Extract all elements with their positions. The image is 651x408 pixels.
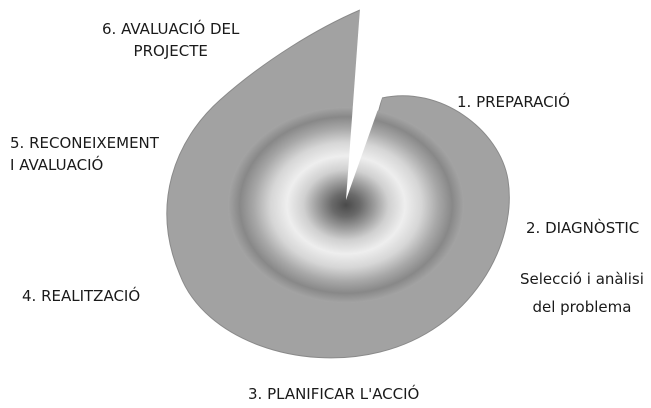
stage-5-label: 5. RECONEIXEMENT I AVALUACIÓ (10, 132, 159, 176)
stage-6-label: 6. AVALUACIÓ DEL PROJECTE (102, 18, 239, 62)
stage-1-text: 1. PREPARACIÓ (457, 93, 570, 111)
stage-2-label: 2. DIAGNÒSTIC (526, 218, 639, 238)
stage-3-label: 3. PLANIFICAR L'ACCIÓ (248, 384, 419, 404)
wedge-gap (346, 6, 396, 200)
stage-4-text: 4. REALITZACIÓ (22, 287, 141, 305)
stage-5-line-2: I AVALUACIÓ (10, 156, 104, 174)
stage-4-label: 4. REALITZACIÓ (22, 286, 140, 306)
stage-3-text: 3. PLANIFICAR L'ACCIÓ (248, 385, 420, 403)
stage-6-line-2: PROJECTE (133, 42, 208, 60)
stage-1-label: 1. PREPARACIÓ (457, 92, 570, 112)
stage-2-sub-label: Selecció i anàlisi del problema (520, 265, 644, 321)
stage-2-sub-line-1: Selecció i anàlisi (520, 270, 644, 288)
stage-2-text: 2. DIAGNÒSTIC (526, 219, 640, 237)
stage-6-line-1: 6. AVALUACIÓ DEL (102, 20, 240, 38)
stage-5-line-1: 5. RECONEIXEMENT (10, 134, 159, 152)
stage-2-sub-line-2: del problema (532, 298, 632, 316)
center-rings (228, 107, 464, 303)
